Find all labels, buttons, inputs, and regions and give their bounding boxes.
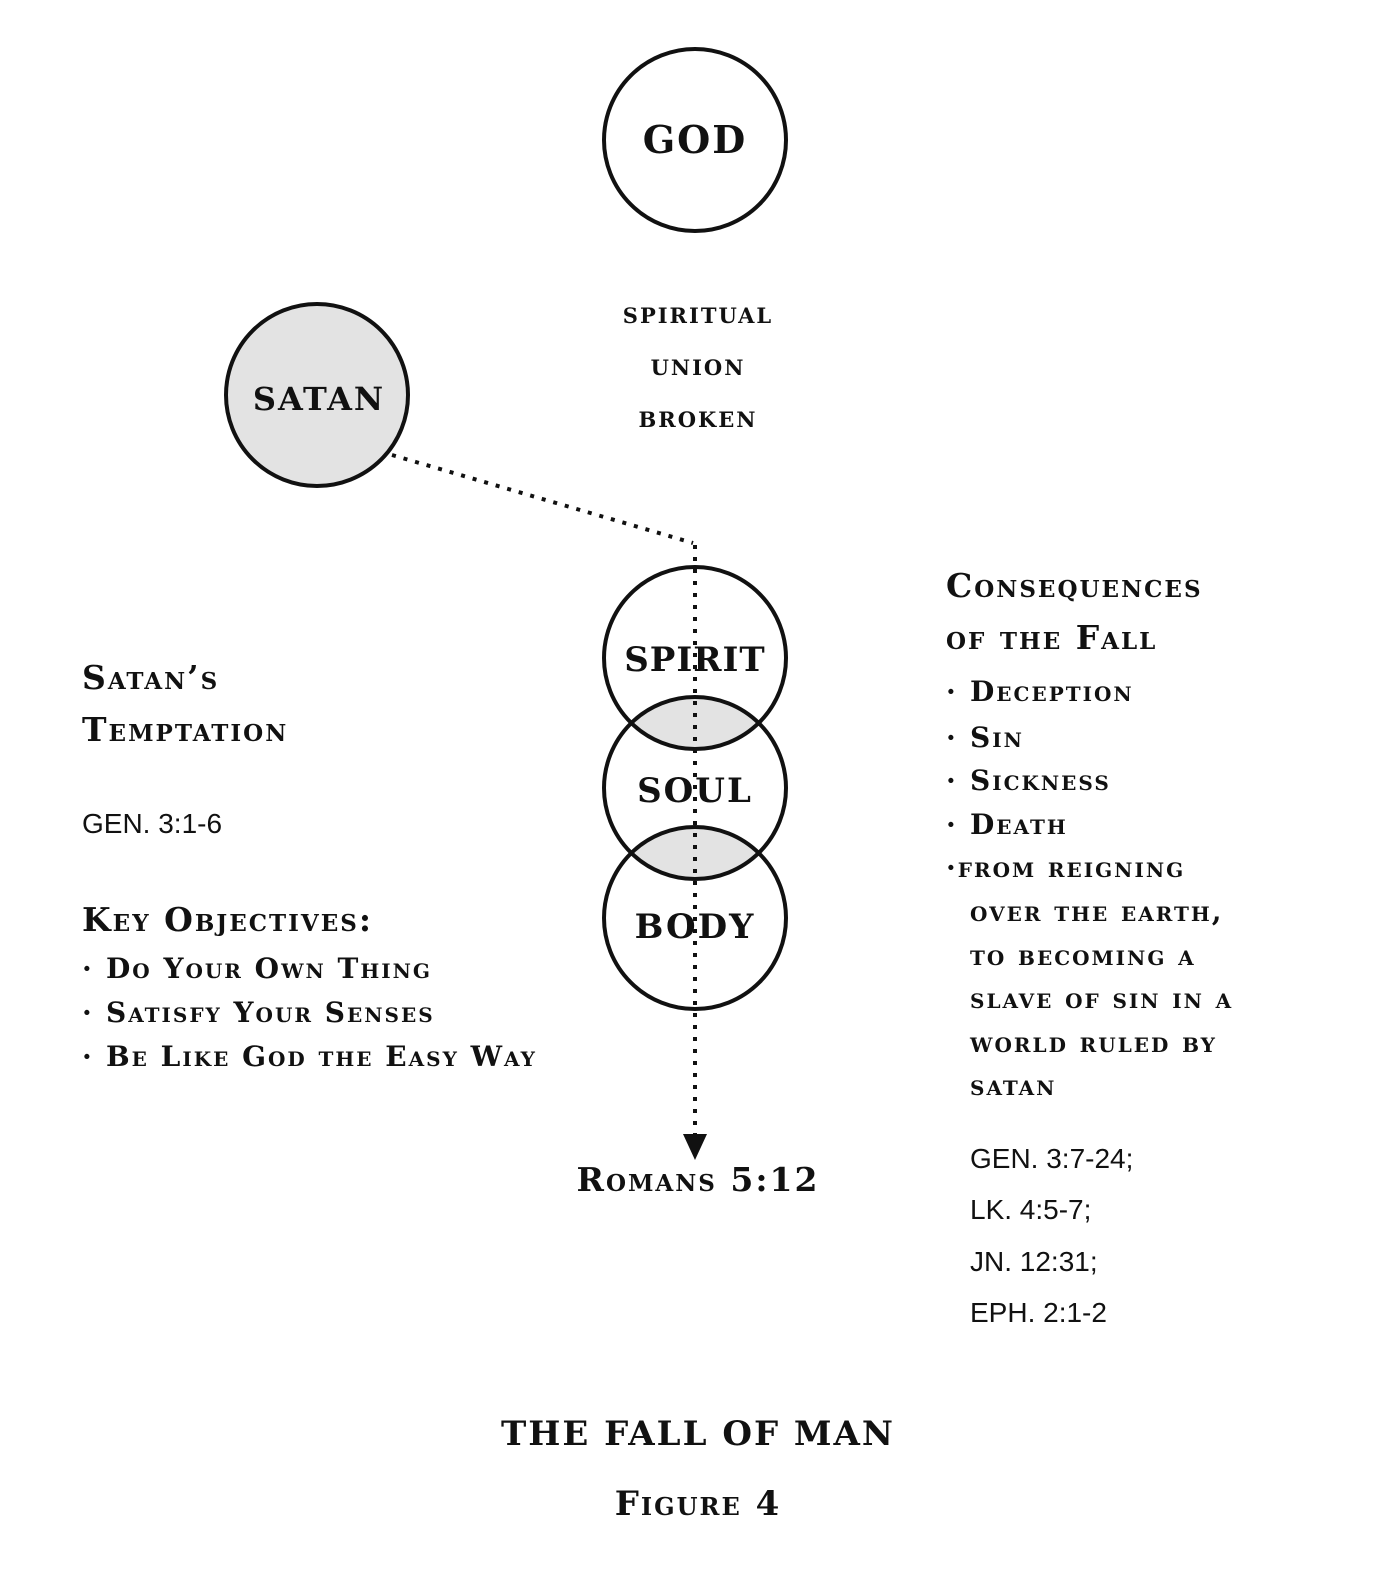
consequences-heading-2: of the Fall	[946, 618, 1158, 657]
consequence-text: Sickness	[970, 764, 1111, 797]
consequence-text: Sin	[970, 721, 1024, 754]
objective-item: ·Do Your Own Thing	[82, 952, 433, 985]
objective-item: ·Satisfy Your Senses	[82, 996, 435, 1029]
satan-dotted-line	[391, 453, 694, 545]
spirit-label: SPIRIT	[624, 640, 766, 680]
consequence-text: Deception	[970, 675, 1134, 708]
consequence-long-line-6: satan	[970, 1069, 1057, 1102]
god-circle	[602, 47, 788, 233]
consequence-reference: LK. 4:5-7;	[970, 1194, 1092, 1225]
consequence-item: ·Death	[946, 808, 1068, 841]
arrow-head	[683, 1134, 707, 1160]
union-line-2: UNION	[650, 348, 746, 383]
body-label: BODY	[635, 907, 756, 947]
consequence-text: Death	[970, 808, 1068, 841]
romans-reference: Romans 5:12	[576, 1160, 820, 1199]
union-line-3: BROKEN	[638, 400, 758, 435]
temptation-reference: GEN. 3:1-6	[82, 808, 223, 839]
satan-circle	[224, 302, 410, 488]
body-circle	[602, 825, 788, 1011]
consequence-long-line-4: slave of sin in a	[970, 982, 1234, 1015]
temptation-heading-1: Satan’s	[82, 658, 220, 697]
consequence-long-line-5: world ruled by	[970, 1026, 1217, 1059]
objective-text: Be Like God the Easy Way	[106, 1040, 537, 1073]
satan-label: SATAN	[253, 380, 385, 418]
soul-circle	[602, 695, 788, 881]
consequence-item: ·Sickness	[946, 764, 1111, 797]
consequence-reference: JN. 12:31;	[970, 1246, 1098, 1277]
consequence-item-long: ·From reigning	[946, 851, 1186, 884]
objective-item: ·Be Like God the Easy Way	[82, 1040, 537, 1073]
union-line-1: SPIRITUAL	[622, 296, 774, 331]
consequence-reference: EPH. 2:1-2	[970, 1297, 1107, 1328]
consequence-reference: GEN. 3:7-24;	[970, 1143, 1134, 1174]
objectives-heading: Key Objectives:	[82, 900, 374, 939]
figure-title: THE FALL OF MAN	[500, 1414, 896, 1454]
soul-label: SOUL	[637, 771, 753, 811]
god-label: GOD	[643, 117, 748, 162]
figure-number: Figure 4	[614, 1484, 782, 1524]
consequences-heading-1: Consequences	[946, 566, 1203, 605]
temptation-heading-2: Temptation	[82, 710, 289, 749]
objective-text: Do Your Own Thing	[106, 952, 433, 985]
consequence-long-line-1: From reigning	[957, 851, 1186, 884]
objective-text: Satisfy Your Senses	[106, 996, 435, 1029]
consequence-item: ·Deception	[946, 675, 1134, 708]
consequence-long-line-3: to becoming a	[970, 939, 1196, 972]
consequence-long-line-2: over the earth,	[970, 895, 1224, 928]
consequence-item: ·Sin	[946, 721, 1024, 754]
